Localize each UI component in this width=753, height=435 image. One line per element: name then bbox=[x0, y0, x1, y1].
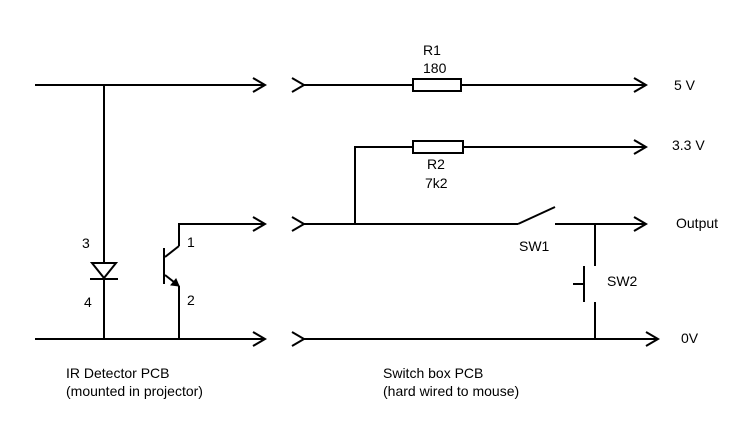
r1-resistor bbox=[412, 78, 462, 92]
sw1-label: SW1 bbox=[519, 238, 550, 254]
ir-pcb-note: (mounted in projector) bbox=[66, 383, 203, 399]
switch-pcb-note: (hard wired to mouse) bbox=[383, 383, 519, 399]
collector-wire bbox=[178, 223, 265, 246]
3v3-output-arrow bbox=[633, 139, 648, 155]
5v-rail-label: 5 V bbox=[674, 77, 696, 93]
left-0v-connector-arrow bbox=[252, 331, 267, 347]
right-5v-connector-arrow bbox=[291, 77, 306, 93]
r2-value-label: 7k2 bbox=[425, 175, 448, 191]
diode-pin-3-label: 3 bbox=[82, 235, 90, 251]
ir-diode-symbol bbox=[89, 262, 119, 280]
left-signal-connector-arrow bbox=[252, 216, 267, 232]
r2-resistor bbox=[412, 140, 464, 154]
sw1-switch-blade bbox=[517, 206, 556, 225]
output-rail-label: Output bbox=[676, 215, 718, 231]
0v-rail-label: 0V bbox=[681, 330, 699, 346]
r1-name-label: R1 bbox=[423, 42, 441, 58]
0v-output-arrow bbox=[645, 331, 660, 347]
sw2-label: SW2 bbox=[607, 273, 638, 289]
ir-pcb-title: IR Detector PCB bbox=[66, 365, 169, 381]
diode-pin-4-label: 4 bbox=[84, 294, 92, 310]
output-arrow bbox=[633, 216, 648, 232]
transistor-pin-2-label: 2 bbox=[187, 292, 195, 308]
left-5v-connector-arrow bbox=[252, 77, 267, 93]
transistor-pin-1-label: 1 bbox=[187, 234, 195, 250]
right-signal-connector-arrow bbox=[291, 216, 306, 232]
r2-left-wire bbox=[354, 146, 413, 224]
switch-pcb-title: Switch box PCB bbox=[383, 365, 483, 381]
r1-value-label: 180 bbox=[423, 60, 447, 76]
r2-name-label: R2 bbox=[427, 156, 445, 172]
5v-output-arrow bbox=[633, 77, 648, 93]
right-0v-connector-arrow bbox=[291, 331, 306, 347]
3v3-rail-label: 3.3 V bbox=[672, 137, 705, 153]
phototransistor-emitter-arrow bbox=[170, 278, 180, 287]
phototransistor-collector-lead bbox=[164, 245, 180, 258]
